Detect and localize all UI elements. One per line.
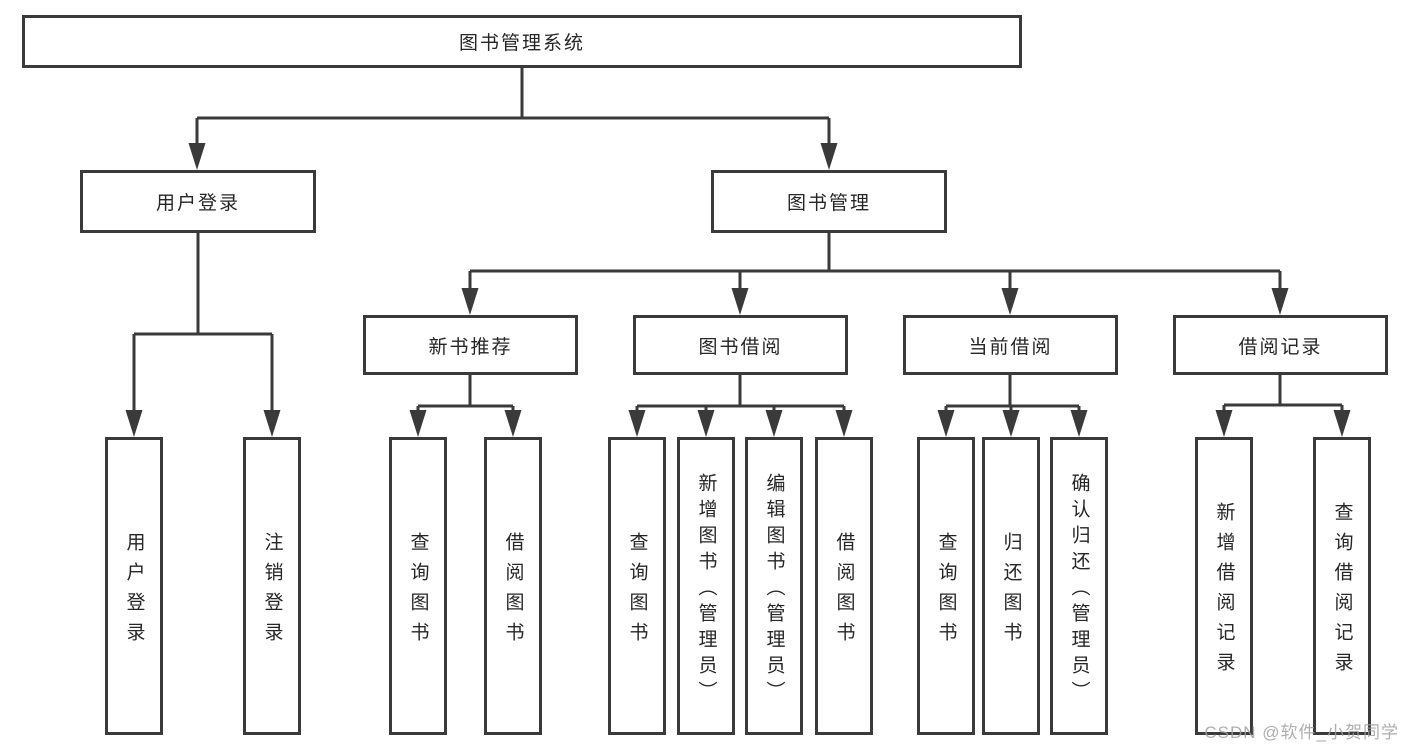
leaf-logout: 注销登录 <box>243 437 301 735</box>
leaf-records-query: 查询借阅记录 <box>1313 437 1371 735</box>
node-book-borrow: 图书借阅 <box>633 315 848 375</box>
leaf-current-confirm-return-admin: 确认归还（管理员） <box>1050 437 1108 735</box>
watermark: CSDN @软件_小贺同学 <box>1204 723 1399 742</box>
leaf-current-query-books-label: 查询图书 <box>935 531 957 652</box>
node-book-management-label: 图书管理 <box>786 193 871 214</box>
node-library-system-label: 图书管理系统 <box>458 33 585 54</box>
leaf-current-return-books-label: 归还图书 <box>1000 531 1022 652</box>
leaf-current-confirm-return-admin-label: 确认归还（管理员） <box>1068 472 1090 707</box>
node-borrow-records-label: 借阅记录 <box>1238 336 1323 358</box>
leaf-current-query-books: 查询图书 <box>917 437 975 735</box>
leaf-logout-label: 注销登录 <box>261 531 283 652</box>
node-user-login-label: 用户登录 <box>155 193 240 214</box>
leaf-borrow-add-books-admin: 新增图书（管理员） <box>677 437 735 735</box>
leaf-records-query-label: 查询借阅记录 <box>1331 501 1353 682</box>
leaf-newbooks-borrow-books: 借阅图书 <box>484 437 542 735</box>
leaf-newbooks-borrow-books-label: 借阅图书 <box>502 531 524 652</box>
leaf-borrow-edit-books-admin-label: 编辑图书（管理员） <box>763 472 785 707</box>
node-current-borrow: 当前借阅 <box>903 315 1118 375</box>
node-library-system: 图书管理系统 <box>22 15 1022 68</box>
leaf-records-add-label: 新增借阅记录 <box>1213 501 1235 682</box>
leaf-borrow-borrow-books-label: 借阅图书 <box>833 531 855 652</box>
leaf-borrow-query-books-label: 查询图书 <box>626 531 648 652</box>
leaf-user-login-label: 用户登录 <box>123 531 145 652</box>
leaf-records-add: 新增借阅记录 <box>1195 437 1253 735</box>
node-user-login: 用户登录 <box>80 170 316 233</box>
node-current-borrow-label: 当前借阅 <box>968 336 1053 358</box>
node-book-borrow-label: 图书借阅 <box>698 336 783 358</box>
leaf-borrow-borrow-books: 借阅图书 <box>815 437 873 735</box>
leaf-newbooks-query-books-label: 查询图书 <box>407 531 429 652</box>
leaf-current-return-books: 归还图书 <box>982 437 1040 735</box>
leaf-borrow-add-books-admin-label: 新增图书（管理员） <box>695 472 717 707</box>
leaf-borrow-edit-books-admin: 编辑图书（管理员） <box>745 437 803 735</box>
node-new-book-recommend: 新书推荐 <box>363 315 578 375</box>
node-book-management: 图书管理 <box>711 170 947 233</box>
node-new-book-recommend-label: 新书推荐 <box>428 336 513 358</box>
node-borrow-records: 借阅记录 <box>1173 315 1388 375</box>
leaf-borrow-query-books: 查询图书 <box>608 437 666 735</box>
leaf-user-login: 用户登录 <box>105 437 163 735</box>
leaf-newbooks-query-books: 查询图书 <box>389 437 447 735</box>
